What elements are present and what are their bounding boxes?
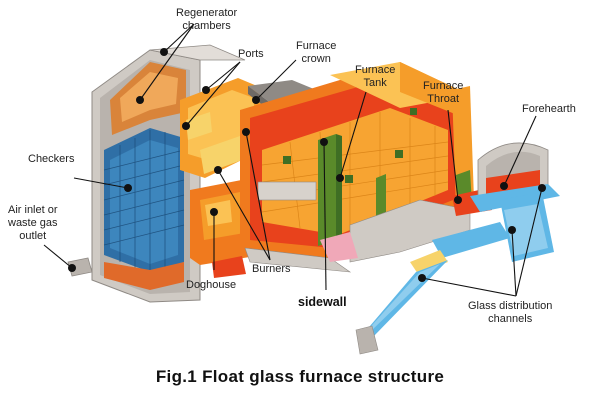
sidewall	[318, 134, 386, 246]
label-air-inlet: Air inlet or waste gas outlet	[8, 204, 58, 242]
label-regenerator-chambers: Regenerator chambers	[176, 7, 238, 32]
tank-front-wall	[244, 181, 471, 273]
label-burners: Burners	[252, 263, 291, 275]
checkers	[103, 128, 185, 290]
label-doghouse: Doghouse	[186, 279, 237, 291]
label-furnace-tank: Furnace Tank	[355, 64, 396, 89]
glass-distribution-channels	[355, 184, 560, 355]
label-furnace-crown: Furnace crown	[296, 40, 337, 65]
label-glass-distribution-channels: Glass distribution channels	[468, 300, 553, 325]
figure-caption: Fig.1 Float glass furnace structure	[155, 367, 445, 386]
label-furnace-throat: Furnace Throat	[423, 80, 464, 105]
leader-dots	[68, 48, 546, 282]
label-checkers: Checkers	[28, 153, 75, 165]
label-sidewall: sidewall	[298, 295, 347, 309]
forehearth	[477, 142, 549, 201]
label-forehearth: Forehearth	[522, 103, 576, 115]
leader-lines	[43, 23, 543, 297]
label-ports: Ports	[238, 48, 264, 60]
